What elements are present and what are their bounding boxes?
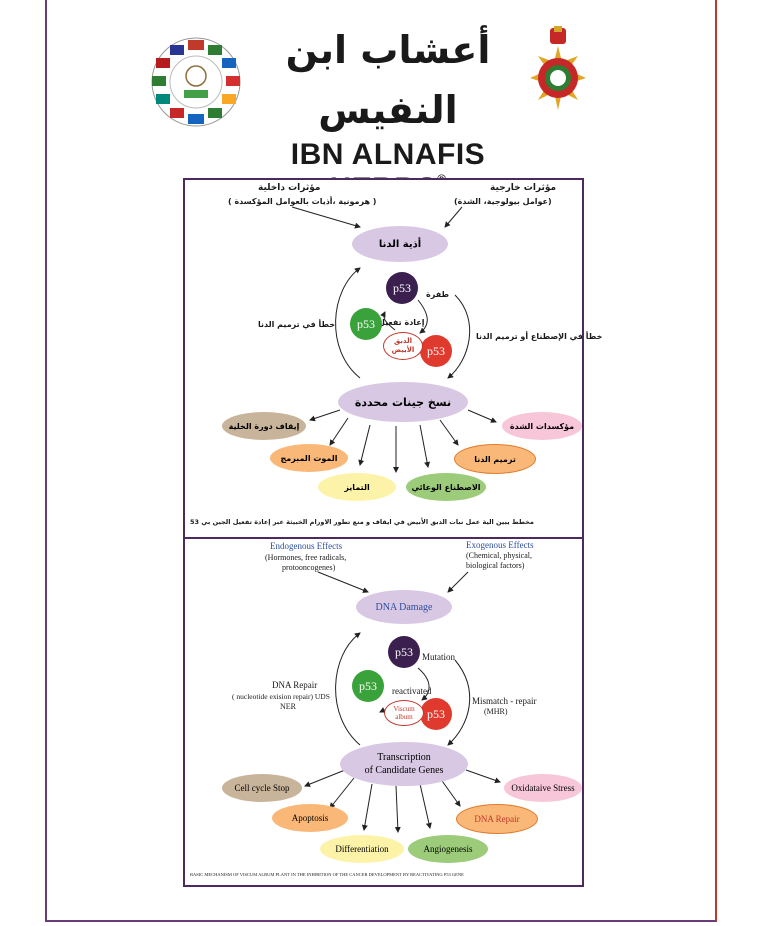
en-caption: BASIC MECHANISM OF VISCUM ALBUM PLANT IN… <box>190 872 464 877</box>
en-p53-mutated: p53 <box>388 636 420 668</box>
ar-p53-reactivated: p53 <box>350 308 382 340</box>
en-mismatch-label-1: Mismatch - repair <box>472 696 537 706</box>
ar-differentiation-node: التمايز <box>318 473 396 501</box>
ar-dna-damage-node: أذية الدنا <box>352 226 448 262</box>
en-repair-label-1: DNA Repair <box>272 680 318 690</box>
ar-exogenous-title: مؤثرات خارجية <box>490 183 557 193</box>
ar-cell-cycle-node: إيقاف دورة الخلية <box>222 412 306 440</box>
en-apoptosis-node: Apoptosis <box>272 804 348 832</box>
en-repair-label-3: NER <box>280 702 296 711</box>
en-differentiation-node: Differentiation <box>320 835 404 863</box>
en-cell-cycle-node: Cell cycle Stop <box>222 774 302 802</box>
ar-endogenous-title: مؤثرات داخلية <box>258 183 321 193</box>
ar-oxidative-node: مؤكسدات الشدة <box>502 412 582 440</box>
ar-transcription-node: نسخ جينات محددة <box>338 382 468 422</box>
ar-reactivated-label: إعادة تفعيل <box>378 318 425 327</box>
en-dna-damage-node: DNA Damage <box>356 590 452 624</box>
en-p53-red: p53 <box>420 698 452 730</box>
en-p53-reactivated: p53 <box>352 670 384 702</box>
page-frame <box>45 0 717 922</box>
en-dna-repair-node: DNA Repair <box>456 804 538 834</box>
en-viscum-line-1: Viscum <box>393 705 415 713</box>
ar-p53-red: p53 <box>420 335 452 367</box>
ar-exogenous-detail: (عوامل بيولوجية، الشدة) <box>454 197 552 206</box>
en-viscum-album-badge: Viscum album <box>384 700 424 726</box>
en-viscum-line-2: album <box>395 713 413 721</box>
ar-caption: مخطط يبين الية عمل نبات الدبق الأبيض في … <box>190 518 534 526</box>
en-oxidative-node: Oxidataive Stress <box>504 774 582 802</box>
en-exogenous-detail-1: (Chemical, physical, <box>466 551 532 560</box>
ar-angiogenesis-node: الاصطناع الوعائي <box>406 473 486 501</box>
en-endogenous-detail-2: protooncogenes) <box>282 563 336 572</box>
ar-apoptosis-node: الموت المبرمج <box>270 444 348 472</box>
ar-mutation-label: طفرة <box>426 290 449 299</box>
en-exogenous-detail-2: biological factors) <box>466 561 525 570</box>
ar-mismatch-error-label: خطأ في الإصطناع أو ترميم الدنا <box>476 332 603 341</box>
en-endogenous-title: Endogenous Effects <box>270 541 343 551</box>
en-transcription-node: Transcription of Candidate Genes <box>340 742 468 786</box>
flags-seal-logo <box>150 36 242 133</box>
ar-p53-mutated: p53 <box>386 272 418 304</box>
en-exogenous-title: Exogenous Effects <box>466 540 534 550</box>
en-reactivated-label: reactivated <box>392 686 432 696</box>
ar-endogenous-detail: ( هرمونية ،أذيات بالعوامل المؤكسدة ) <box>228 197 377 206</box>
ar-repair-error-label: خطأ في ترميم الدنا <box>258 320 336 329</box>
ar-dna-repair-node: ترميم الدنا <box>454 444 536 474</box>
en-mismatch-label-2: (MHR) <box>484 707 508 716</box>
brand-arabic-name: أعشاب ابن النفيس <box>285 28 491 132</box>
en-angiogenesis-node: Angiogenesis <box>408 835 488 863</box>
en-transcription-line-1: Transcription <box>377 752 431 763</box>
en-mutation-label: Mutation <box>422 652 455 662</box>
en-endogenous-detail-1: (Hormones, free radicals, <box>265 553 347 562</box>
en-repair-label-2: ( nucleotide exision repair) UDS <box>232 692 330 701</box>
en-transcription-line-2: of Candidate Genes <box>364 765 444 776</box>
ar-viscum-album-badge: الدبق الأبيض <box>383 332 423 360</box>
medal-emblem-logo <box>528 26 588 131</box>
diagram-divider <box>183 537 584 539</box>
